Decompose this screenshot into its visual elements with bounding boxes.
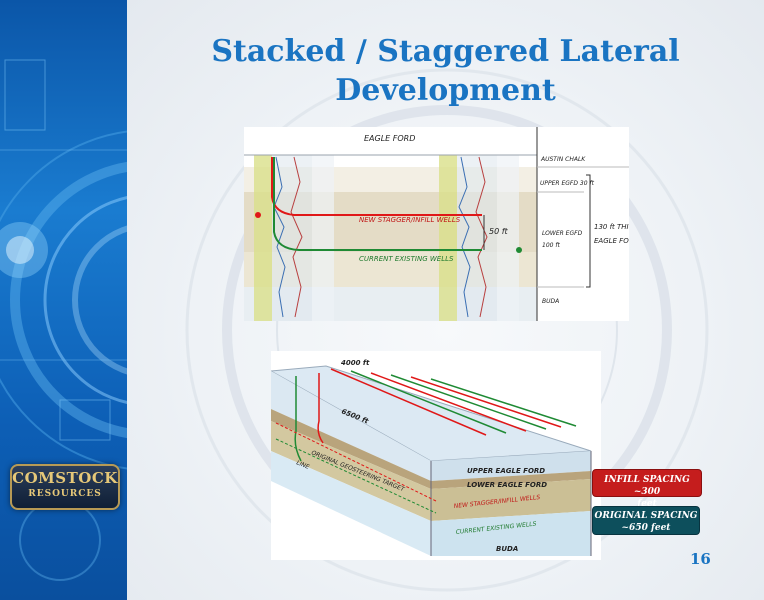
infill-spacing-badge: INFILL SPACING ~300 feet xyxy=(592,469,702,509)
original-spacing-line-1: ORIGINAL SPACING xyxy=(594,511,698,521)
green-well-label: CURRENT EXISTING WELLS xyxy=(359,255,454,263)
gap-label: 50 ft xyxy=(489,227,509,236)
decorative-sidebar xyxy=(0,0,127,600)
buda-label: BUDA xyxy=(542,298,559,305)
block-diagram-graphic: 4000 ft 6500 ft UPPER EAGLE FORD LOWER E… xyxy=(269,359,592,556)
lower-egfd-thickness: 100 ft xyxy=(542,242,560,249)
target-line-label-2: LINE xyxy=(295,459,310,471)
title-line-2: Development xyxy=(335,73,556,108)
eagle-ford-label: EAGLE FORD xyxy=(594,237,629,245)
infill-spacing-line-2: feet xyxy=(637,499,657,509)
lower-egfd-label: LOWER EGFD xyxy=(542,230,583,237)
upper-egfd-label: UPPER EGFD 30 ft xyxy=(540,180,595,187)
infill-spacing-line-1: INFILL SPACING ~300 xyxy=(604,475,690,497)
logo-line-2: RESOURCES xyxy=(28,489,102,499)
title-line-1: Stacked / Staggered Lateral xyxy=(211,34,680,69)
logo-line-1: COMSTOCK xyxy=(12,469,118,487)
original-spacing-badge: ORIGINAL SPACING ~650 feet xyxy=(592,506,700,535)
page-number: 16 xyxy=(690,550,711,568)
buda-block-label: BUDA xyxy=(496,545,518,553)
upper-eagle-ford-label: UPPER EAGLE FORD xyxy=(467,467,545,475)
slide-title: Stacked / Staggered Lateral Development xyxy=(127,32,764,110)
well-log-cross-section: EAGLE FORD NEW STAGGER/INFILL WELLS CURR… xyxy=(244,127,640,321)
sidebar-tech-graphic xyxy=(0,59,127,581)
company-logo: COMSTOCK RESOURCES xyxy=(10,464,120,510)
original-spacing-line-2: ~650 feet xyxy=(621,523,671,533)
section-header: EAGLE FORD xyxy=(364,134,415,143)
block-diagram-3d: 4000 ft 6500 ft UPPER EAGLE FORD LOWER E… xyxy=(269,351,601,560)
austin-chalk-label: AUSTIN CHALK xyxy=(540,156,586,163)
cross-section-graphic: EAGLE FORD NEW STAGGER/INFILL WELLS CURR… xyxy=(244,127,640,321)
total-thickness-label: 130 ft THICK xyxy=(594,223,629,231)
lower-eagle-ford-label: LOWER EAGLE FORD xyxy=(467,481,547,489)
length-label: 4000 ft xyxy=(341,359,370,367)
red-well-label: NEW STAGGER/INFILL WELLS xyxy=(359,216,461,224)
